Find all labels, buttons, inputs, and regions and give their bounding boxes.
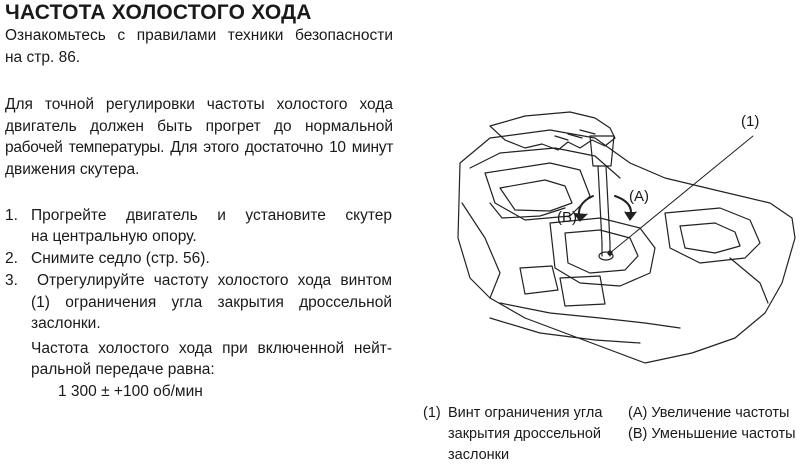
idle-speed-line-2: ральной передаче равна: xyxy=(31,361,215,378)
legend-item-1-line-1: Винт ограничения угла xyxy=(448,405,603,421)
rotation-arrow-b-head xyxy=(573,212,588,222)
intro-line-3: рабочей температуры. Для этого достаточн… xyxy=(5,139,393,156)
idle-speed-line-1: Частота холостого хода при включенной не… xyxy=(31,340,392,357)
screwdriver-shaft xyxy=(597,165,611,244)
scooter-frame-outline xyxy=(457,129,796,364)
right-component-detail xyxy=(679,222,741,254)
left-bracket-detail xyxy=(499,179,573,212)
step-1: 1. Прогрейте двигатель и установите скут… xyxy=(0,205,400,249)
step-1-number: 1. xyxy=(5,207,18,224)
right-tube xyxy=(729,257,769,304)
step-3-line-1: Отрегулируйте частоту холостого хода вин… xyxy=(37,272,392,289)
lower-frame-2 xyxy=(489,317,641,344)
throttle-stop-screw xyxy=(598,251,614,261)
step-3-line-3: заслонки. xyxy=(31,315,101,332)
step-1-line-1: Прогрейте двигатель и установите скутер xyxy=(31,207,392,224)
callout-a-label: (A) xyxy=(629,188,649,205)
rotation-arrow-a-head xyxy=(624,211,637,221)
throttle-stop-screw-illustration xyxy=(457,111,796,364)
right-component xyxy=(664,207,761,264)
step-3: 3. Отрегулируйте частоту холостого хода … xyxy=(0,270,400,292)
legend-item-1-number: (1) xyxy=(423,405,441,421)
step-1-line-2: на центральную опору. xyxy=(31,228,197,245)
callout-b-label: (B) xyxy=(557,209,577,226)
step-2-number: 2. xyxy=(5,250,18,267)
intro-line-4: движения скутера. xyxy=(5,161,140,178)
page-title: ЧАСТОТА ХОЛОСТОГО ХОДА xyxy=(5,1,312,24)
step-3-number: 3. xyxy=(5,272,18,289)
intro-line-1: Для точной регулировки частоты холостого… xyxy=(5,96,393,113)
hand-fingers xyxy=(554,129,596,141)
throttle-body-face xyxy=(564,229,639,274)
lower-connector-left xyxy=(519,265,559,295)
throttle-body xyxy=(549,217,656,287)
frame-left-side xyxy=(461,202,501,299)
frame-inner-top xyxy=(469,147,621,179)
callout-1-leader xyxy=(609,135,754,254)
step-2: 2. Снимите седло (стр. 56). xyxy=(0,248,400,270)
lower-connector-right xyxy=(559,275,606,307)
callout-1-label: (1) xyxy=(741,113,760,130)
step-2-line-1: Снимите седло (стр. 56). xyxy=(31,250,210,267)
hand-outline xyxy=(489,111,616,151)
intro-line-2: двигатель должен быть прогрет до нормаль… xyxy=(5,118,393,135)
step-3-line-2: (1) ограничения угла закрытия дроссельно… xyxy=(31,294,392,311)
legend-item-1-line-3: заслонки xyxy=(448,447,510,463)
legend-item-1-line-2: закрытия дроссельной xyxy=(448,426,602,442)
lower-frame xyxy=(499,302,681,329)
callout-1-dot xyxy=(607,250,613,256)
safety-note-line-2: на стр. 86. xyxy=(5,49,81,66)
legend-item-a: (A) Увеличение частоты xyxy=(628,405,790,421)
bracket-strap xyxy=(489,202,566,219)
idle-speed-value: 1 300 ± +100 об/мин xyxy=(58,383,203,400)
legend-item-b: (B) Уменьшение частоты xyxy=(628,426,796,442)
safety-note-line-1: Ознакомьтесь с правилами техники безопас… xyxy=(5,27,393,44)
